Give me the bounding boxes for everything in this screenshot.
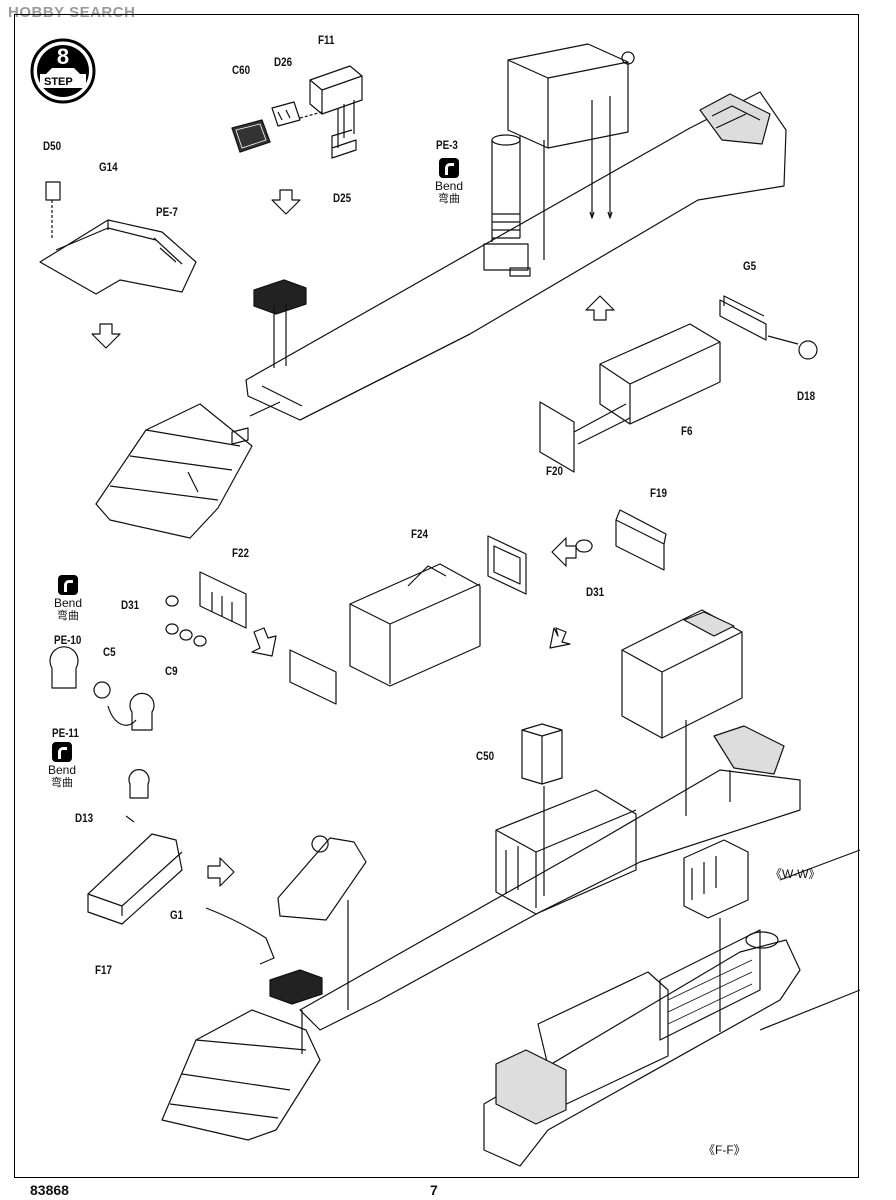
label-pe11: PE-11 xyxy=(52,726,79,740)
step-number: 8 xyxy=(56,44,70,69)
engine-deck-lower xyxy=(299,720,801,1031)
label-pe10: PE-10 xyxy=(54,633,82,647)
bend-note-pe11: Bend 弯曲 xyxy=(38,742,86,789)
label-g1: G1 xyxy=(170,908,184,922)
label-d50: D50 xyxy=(43,139,62,153)
direction-arrows xyxy=(91,189,615,887)
bend-text-cn: 弯曲 xyxy=(57,610,79,622)
label-c9: C9 xyxy=(165,664,178,678)
label-d26: D26 xyxy=(274,55,293,69)
bend-text: Bend xyxy=(53,596,83,610)
label-f20: F20 xyxy=(546,464,563,478)
label-f11: F11 xyxy=(318,33,335,47)
label-f22: F22 xyxy=(232,546,249,560)
label-c5: C5 xyxy=(103,645,116,659)
detail-view-ww xyxy=(683,839,749,1032)
view-label-ff: 《F-F》 xyxy=(703,1143,746,1157)
label-f24: F24 xyxy=(411,527,428,541)
bend-icon xyxy=(52,742,72,762)
label-f6: F6 xyxy=(681,424,693,438)
label-d13: D13 xyxy=(75,811,94,825)
part-f17 xyxy=(87,769,183,925)
page-number: 7 xyxy=(430,1182,438,1198)
bend-note-pe10: Bend 弯曲 xyxy=(44,575,92,622)
panel-f19 xyxy=(575,509,667,571)
front-armor-mid xyxy=(95,403,253,539)
light-assembly-top xyxy=(231,65,363,159)
stowage-box-f6 xyxy=(539,295,818,473)
bend-text: Bend xyxy=(434,179,464,193)
light-on-deck xyxy=(253,279,307,368)
bend-text-cn: 弯曲 xyxy=(51,777,73,789)
label-g5: G5 xyxy=(743,259,757,273)
clamp-pe10 xyxy=(49,646,155,731)
label-f19: F19 xyxy=(650,486,667,500)
label-d25: D25 xyxy=(333,191,352,205)
housing-f24 xyxy=(165,535,527,705)
page-frame xyxy=(14,14,859,1178)
label-c50: C50 xyxy=(476,749,495,763)
label-d31-left: D31 xyxy=(121,598,140,612)
bend-note-pe3: Bend 弯曲 xyxy=(425,158,473,205)
view-label-ww: 《W-W》 xyxy=(770,867,821,881)
bend-icon xyxy=(58,575,78,595)
bend-text: Bend xyxy=(47,763,77,777)
step-label: STEP xyxy=(44,76,73,88)
label-d31-right: D31 xyxy=(586,585,605,599)
label-f17: F17 xyxy=(95,963,112,977)
bend-text-cn: 弯曲 xyxy=(438,193,460,205)
label-pe3: PE-3 xyxy=(436,138,458,152)
label-g14: G14 xyxy=(99,160,118,174)
label-c60: C60 xyxy=(232,63,251,77)
engine-deck-upper xyxy=(245,43,787,421)
label-pe7: PE-7 xyxy=(156,205,178,219)
kit-code: 83868 xyxy=(30,1182,69,1198)
bend-icon xyxy=(439,158,459,178)
box-c50 xyxy=(521,723,563,896)
detail-view-ff xyxy=(483,849,861,1167)
label-d18: D18 xyxy=(797,389,816,403)
step-badge-graphic xyxy=(30,38,96,104)
armor-panel-g14 xyxy=(39,181,197,295)
step-badge: 8 STEP xyxy=(28,36,98,106)
front-armor-bottom xyxy=(161,835,367,1141)
engine-block-mid xyxy=(621,609,743,739)
hobby-search-watermark: HOBBY SEARCH xyxy=(8,4,136,21)
